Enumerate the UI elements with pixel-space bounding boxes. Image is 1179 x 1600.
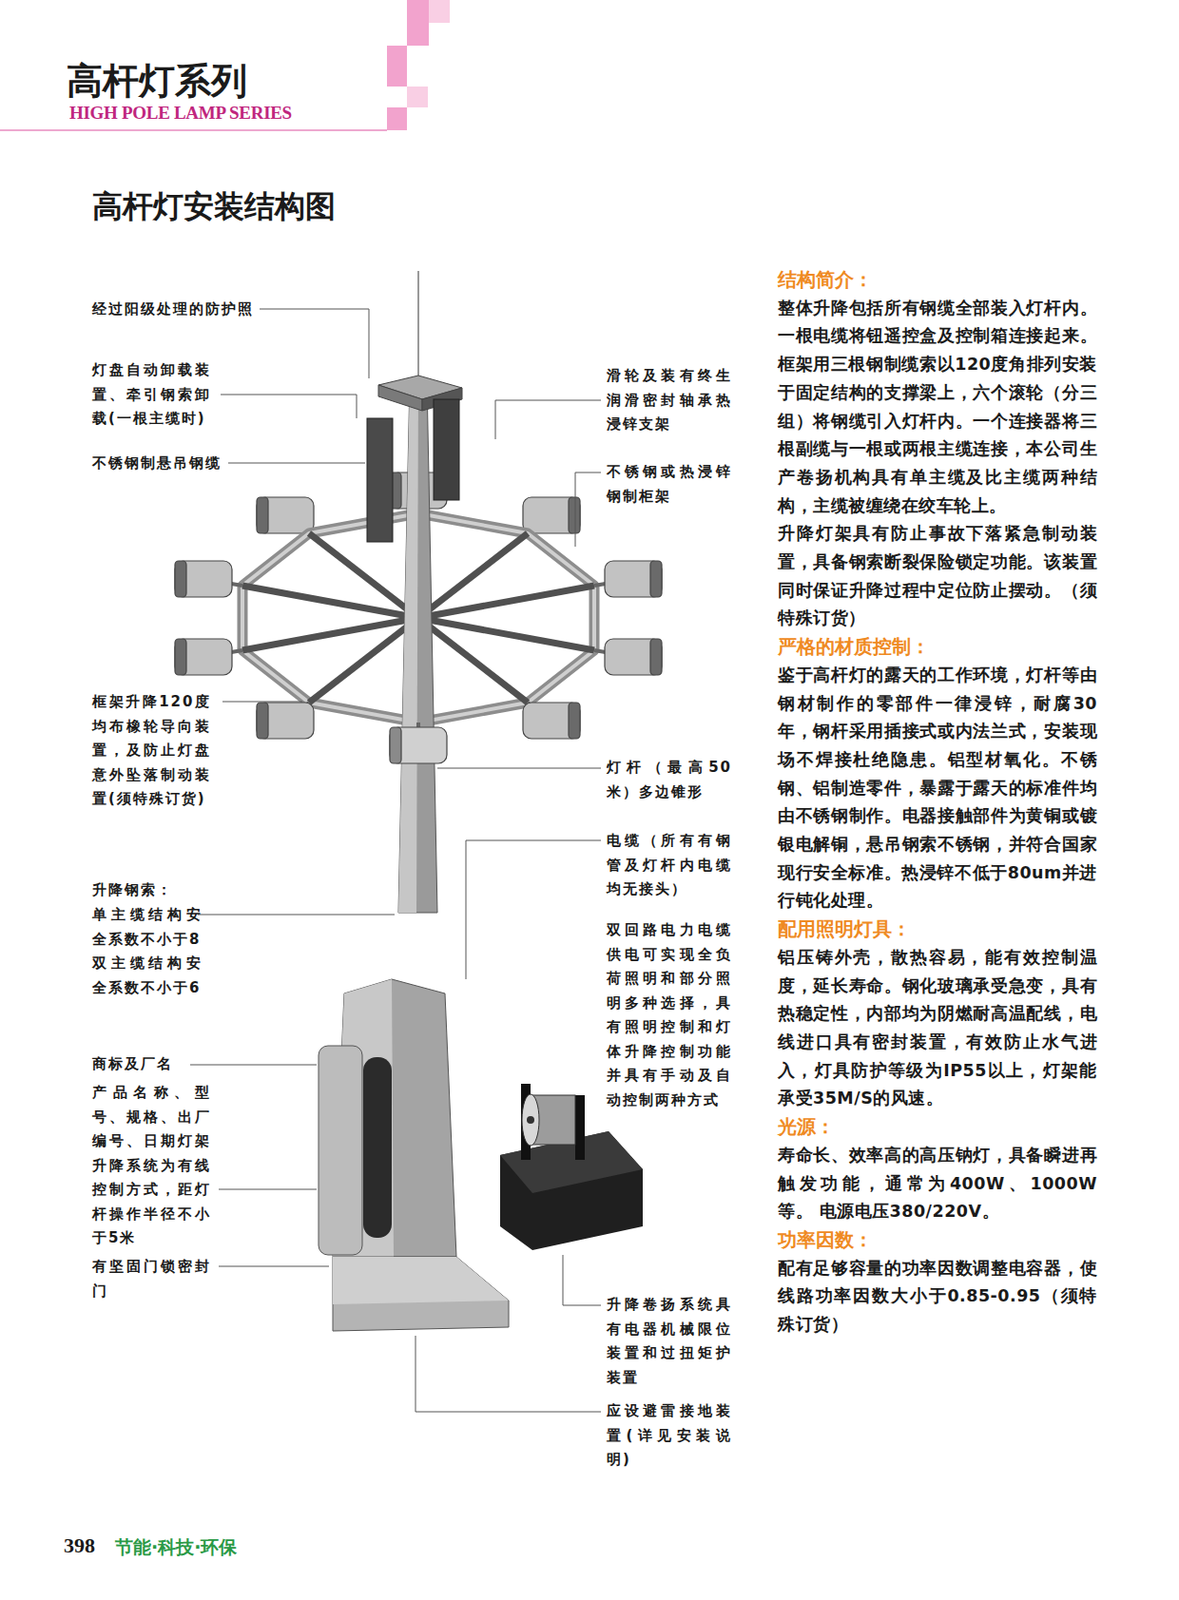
winch-upright [575,1095,585,1160]
lamp-group-front [174,560,662,764]
callout-label: 不锈钢或热浸锌钢制柜架 [606,460,733,509]
lightning-rod [417,270,420,386]
cable-housing [367,418,393,542]
leader-lines [190,309,601,1412]
series-title-en: HIGH POLE LAMP SERIES [69,102,292,124]
section-heading: 结构简介： [777,266,1098,295]
callout-label: 经过阳级处理的防护照 [92,297,254,323]
base-flange-top [332,1256,509,1305]
section-paragraph: 配有足够容量的功率因数调整电容器，使线路功率因数大小于0.85-0.95（须特殊… [777,1255,1098,1340]
deco-block [406,86,428,108]
callout-label: 灯杆（最高50米）多边锥形 [606,755,733,805]
section-heading: 配用照明灯具： [777,915,1098,945]
deco-block [386,45,407,87]
callout-label: 升降卷扬系统具有电器机械限位装置和过扭矩护装置 [606,1293,733,1391]
base-flange [332,1256,509,1332]
section-paragraph: 寿命长、效率高的高压钠灯，具备瞬进再触发功能，通常为400W、1000W 等。 … [777,1141,1098,1227]
callout-label: 双回路电力电缆供电可实现全负荷照明和部分照明多种选择，具有照明控制和灯体升降控制… [606,918,733,1113]
section-paragraph: 铝压铸外壳，散热容易，能有效控制温度，延长寿命。钢化玻璃承受急变，具有热稳定性，… [777,944,1098,1114]
upper-pole-face [398,380,419,913]
callout-label: 灯盘自动卸载装置、牵引钢索卸载(一根主缆时) [92,358,212,432]
section-heading: 严格的材质控制： [777,633,1098,662]
deco-block [386,107,407,131]
callout-label: 双主缆结构安全系数不小于6 [92,951,203,1001]
section-heading: 功率因数： [777,1226,1098,1256]
section-heading: 光源： [777,1113,1098,1142]
page-number: 398 [63,1533,96,1559]
door-panel [318,1045,363,1256]
section-paragraph: 升降灯架具有防止事故下落紧急制动装置，具备钢索断裂保险锁定功能。该装置同时保证升… [777,520,1098,634]
deco-block [406,0,429,46]
winch-axle [526,1116,535,1124]
sheave-bracket [433,399,460,501]
section-paragraph: 鉴于高杆灯的露天的工作环境，灯杆等由钢材制作的零部件一律浸锌，耐腐30年，钢杆采… [777,661,1098,916]
callout-label: 应设避雷接地装置(详见安装说明) [606,1399,733,1473]
callout-label: 滑轮及装有终生润滑密封轴承热浸锌支架 [606,364,733,438]
door-frame [363,1057,392,1238]
upper-pole [398,380,438,913]
callout-label: 有坚固门锁密封门 [92,1255,212,1304]
page-title: 高杆灯安装结构图 [92,186,336,229]
callout-label: 框架升降120度均布橡轮导向装置，及防止灯盘意外坠落制动装置(须特殊订货) [92,690,212,812]
callout-label: 不锈钢制悬吊钢缆 [92,451,222,477]
head-cross [378,385,423,411]
text-column: 结构简介：整体升降包括所有钢缆全部装入灯杆内。一根电缆将钮遥控盒及控制箱连接起来… [777,266,1098,1340]
footer-slogan: 节能·科技·环保 [115,1535,237,1561]
section-paragraph: 整体升降包括所有钢缆全部装入灯杆内。一根电缆将钮遥控盒及控制箱连接起来。框架用三… [777,294,1098,522]
callout-label: 商标及厂名 [92,1052,174,1078]
callout-heading: 升降钢索： [92,878,174,904]
callout-label: 电缆（所有有钢管及灯杆内电缆均无接头） [606,829,733,903]
header-rule [0,129,387,132]
callout-label: 单主缆结构安全系数不小于8 [92,903,203,952]
series-title: 高杆灯系列 [66,57,248,106]
deco-block [428,0,450,23]
winch-drum-end [521,1094,540,1146]
callout-label: 产品名称、型号、规格、出厂编号、日期灯架升降系统为有线控制方式，距灯杆操作半径不… [92,1081,212,1252]
